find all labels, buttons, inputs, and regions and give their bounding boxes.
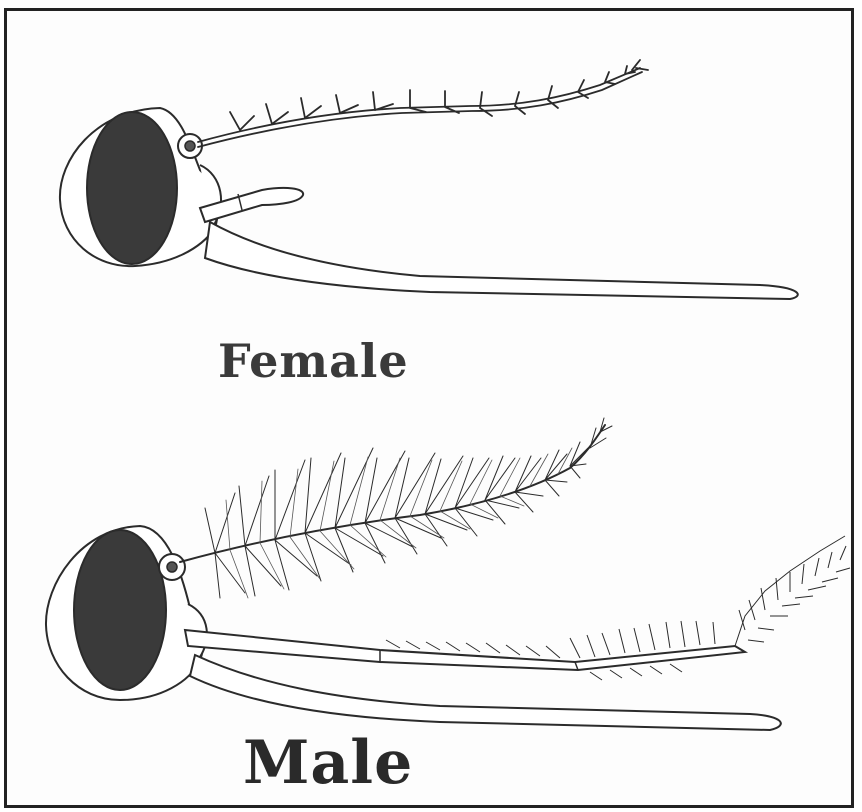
male-palp: [185, 630, 745, 670]
female-antenna: [198, 60, 648, 147]
female-label: Female: [218, 334, 409, 388]
female-compound-eye: [87, 112, 177, 264]
male-head: [46, 526, 781, 730]
female-proboscis: [205, 222, 798, 299]
male-label: Male: [243, 728, 413, 798]
male-antenna: [180, 418, 612, 598]
male-compound-eye: [74, 530, 166, 690]
female-head: [60, 108, 798, 299]
